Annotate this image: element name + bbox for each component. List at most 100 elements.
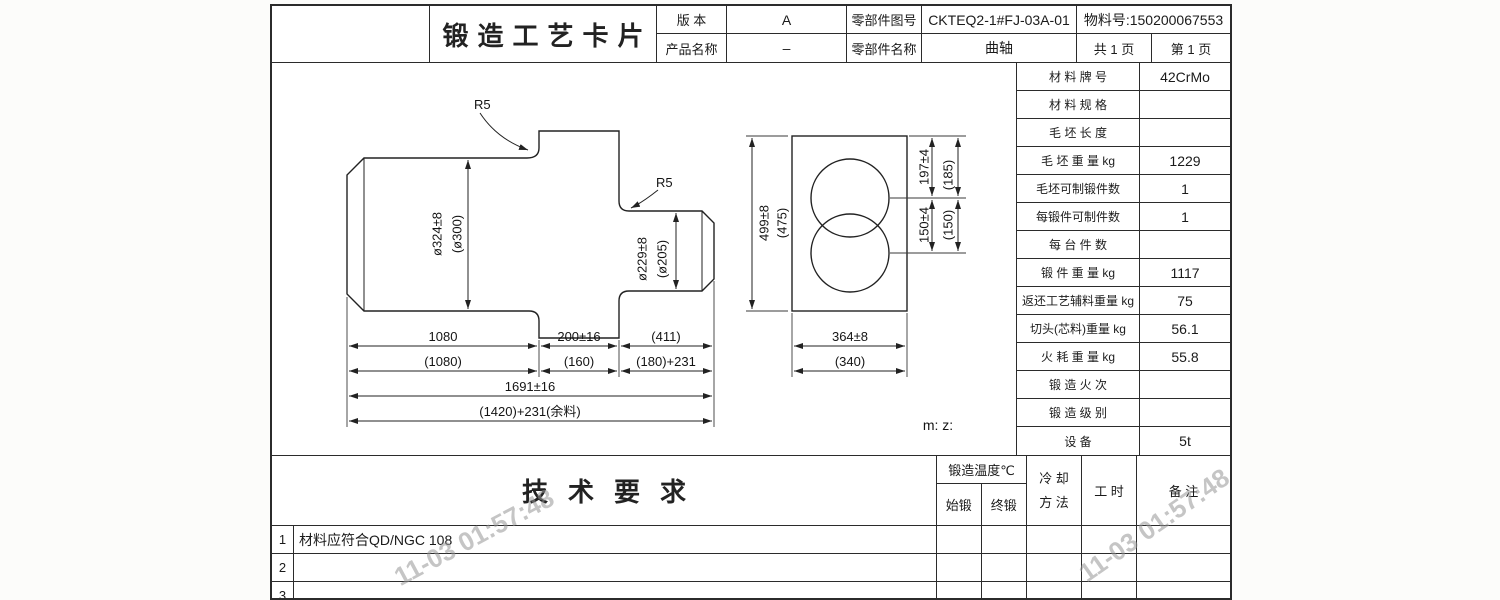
spec-label: 火 耗 重 量 kg (1017, 343, 1140, 370)
extension-lines (346, 135, 966, 427)
start-forging-cell (937, 526, 982, 553)
spec-value: 55.8 (1171, 348, 1199, 365)
end-mid-ref-label: (150) (941, 210, 956, 240)
page-number: 第 1 页 (1170, 41, 1212, 57)
card-title: 锻造工艺卡片 (430, 6, 657, 62)
header-blank-cell (272, 6, 430, 62)
requirement-text (294, 554, 937, 581)
remarks-header: 备 注 (1168, 484, 1199, 499)
start-forging-label: 始锻 (937, 484, 982, 525)
spec-value (1140, 91, 1230, 118)
tech-header-row: 技术要求 锻造温度℃ 始锻 终锻 冷 却 方 法 工 时 备 注 (272, 456, 1230, 526)
remarks-cell (1137, 582, 1230, 598)
spec-value: 75 (1177, 292, 1193, 309)
pages-total: 共 1 页 (1077, 34, 1152, 62)
process-card-sheet: 锻造工艺卡片 版 本 A 零部件图号 CKTEQ2-1#FJ-03A-01 物料… (270, 4, 1232, 600)
form-header: 锻造工艺卡片 版 本 A 零部件图号 CKTEQ2-1#FJ-03A-01 物料… (272, 6, 1230, 63)
spec-row: 锻 造 火 次 (1017, 371, 1230, 399)
tech-row: 1 材料应符合QD/NGC 108 (272, 526, 1230, 554)
tech-row: 2 (272, 554, 1230, 582)
dia-main-ref-label: (ø300) (450, 215, 465, 253)
work-hours-header: 工 时 (1082, 456, 1137, 525)
part-no-value: CKTEQ2-1#FJ-03A-01 (922, 6, 1077, 33)
spec-label: 切头(芯料)重量 kg (1017, 315, 1140, 342)
final-forging-cell (982, 582, 1027, 598)
part-no-label: 零部件图号 (847, 6, 922, 33)
dia-main-label: ø324±8 (430, 212, 445, 256)
spec-value (1140, 119, 1230, 146)
end-height-label: 499±8 (757, 205, 772, 241)
spec-label: 锻 件 重 量 kg (1017, 259, 1140, 286)
spec-label: 返还工艺辅料重量 kg (1017, 287, 1140, 314)
spec-label: 材 料 规 格 (1017, 91, 1140, 118)
spec-row: 毛坯可制锻件数 1 (1017, 175, 1230, 203)
end-top-label: 197±4 (917, 149, 932, 185)
tech-requirements-title: 技术要求 (272, 456, 937, 525)
spec-label: 每 台 件 数 (1017, 231, 1140, 258)
spec-value: 56.1 (1171, 320, 1199, 337)
spec-value: 5t (1179, 433, 1191, 449)
header-grid: 版 本 A 零部件图号 CKTEQ2-1#FJ-03A-01 物料号:15020… (657, 6, 1230, 62)
final-forging-cell (982, 554, 1027, 581)
start-forging-cell (937, 582, 982, 598)
cooling-method-cell (1027, 526, 1082, 553)
dia-step-ref-label: (ø205) (655, 240, 670, 278)
spec-row: 切头(芯料)重量 kg 56.1 (1017, 315, 1230, 343)
end-width-ref-label: (340) (835, 354, 865, 369)
dimension-labels: R5 R5 ø324±8 (ø300) ø229±8 (ø205) 499±8 … (424, 97, 955, 433)
spec-row: 每锻件可制件数 1 (1017, 203, 1230, 231)
spec-label: 每锻件可制件数 (1017, 203, 1140, 230)
cooling-line2: 方 法 (1039, 494, 1069, 510)
spec-label: 毛 坯 长 度 (1017, 119, 1140, 146)
spec-row: 返还工艺辅料重量 kg 75 (1017, 287, 1230, 315)
version-label: 版 本 (657, 6, 727, 33)
spec-row: 锻 造 级 别 (1017, 399, 1230, 427)
len-b-label: 200±16 (557, 329, 600, 344)
product-name-value: – (727, 34, 847, 62)
end-width-label: 364±8 (832, 329, 868, 344)
requirement-text (294, 582, 937, 598)
spec-value: 1 (1181, 208, 1189, 225)
requirement-text: 材料应符合QD/NGC 108 (294, 526, 937, 553)
spec-label: 毛 坯 重 量 kg (1017, 147, 1140, 174)
cooling-method-cell (1027, 582, 1082, 598)
product-name-label: 产品名称 (657, 34, 727, 62)
dimension-lines (349, 138, 961, 424)
len-a-label: 1080 (429, 329, 458, 344)
fillet-label-mid: R5 (656, 175, 673, 190)
end-view-outline (791, 135, 908, 312)
tech-row: 3 (272, 582, 1230, 598)
middle-band: R5 R5 ø324±8 (ø300) ø229±8 (ø205) 499±8 … (272, 63, 1230, 456)
final-forging-cell (982, 526, 1027, 553)
spec-label: 设 备 (1017, 427, 1140, 455)
len-c-ref-label: (180)+231 (636, 354, 696, 369)
cooling-line1: 冷 却 (1039, 471, 1069, 487)
spec-label: 锻 造 级 别 (1017, 399, 1140, 426)
start-forging-cell (937, 554, 982, 581)
spec-value: 1 (1181, 180, 1189, 197)
work-hours-cell (1082, 526, 1137, 553)
len-total-label: 1691±16 (505, 379, 556, 394)
work-hours-cell (1082, 582, 1137, 598)
remarks-cell (1137, 526, 1230, 553)
row-number: 1 (272, 526, 294, 553)
spec-row: 材 料 规 格 (1017, 91, 1230, 119)
dia-step-label: ø229±8 (635, 237, 650, 281)
spec-value (1140, 231, 1230, 258)
forging-drawing: R5 R5 ø324±8 (ø300) ø229±8 (ø205) 499±8 … (346, 97, 966, 433)
spec-label: 材 料 牌 号 (1017, 63, 1140, 90)
len-c-label: (411) (651, 329, 680, 344)
version-value: A (727, 6, 847, 33)
spec-label: 毛坯可制锻件数 (1017, 175, 1140, 202)
spec-row: 设 备 5t (1017, 427, 1230, 455)
part-name-label: 零部件名称 (847, 34, 922, 62)
len-total-ref-label: (1420)+231(余料) (479, 404, 581, 419)
forging-temp-block: 锻造温度℃ 始锻 终锻 (937, 456, 1027, 525)
drawing-area: R5 R5 ø324±8 (ø300) ø229±8 (ø205) 499±8 … (272, 63, 1017, 455)
end-height-ref-label: (475) (775, 208, 790, 238)
